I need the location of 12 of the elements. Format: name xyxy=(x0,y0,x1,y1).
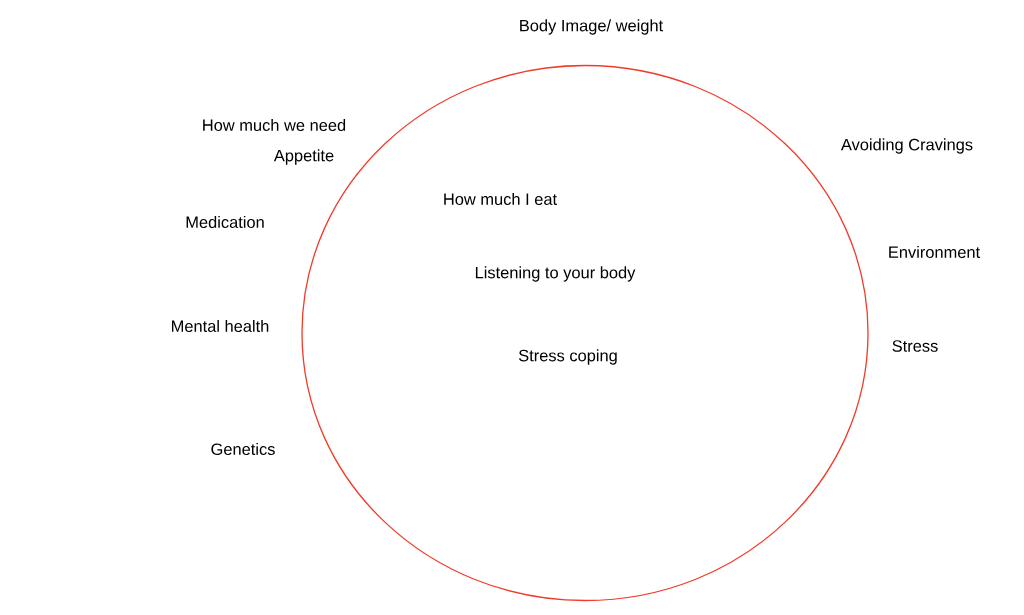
factor-label: Medication xyxy=(186,215,264,229)
factor-label: How much we need xyxy=(203,118,346,132)
factor-label: Mental health xyxy=(172,319,269,333)
node-text: Stress coping xyxy=(518,349,617,365)
factor-label: Body Image/ weight xyxy=(520,19,664,35)
factor-label: Appetite xyxy=(273,149,334,165)
factor-label: Environment xyxy=(889,245,980,259)
node-text: How much I eat xyxy=(444,192,557,206)
node-text: Listening to your body xyxy=(475,266,636,282)
factor-label: Avoiding Cravings xyxy=(840,138,973,154)
factor-label: Stress xyxy=(892,340,938,352)
factor-label: Genetics xyxy=(211,442,275,456)
